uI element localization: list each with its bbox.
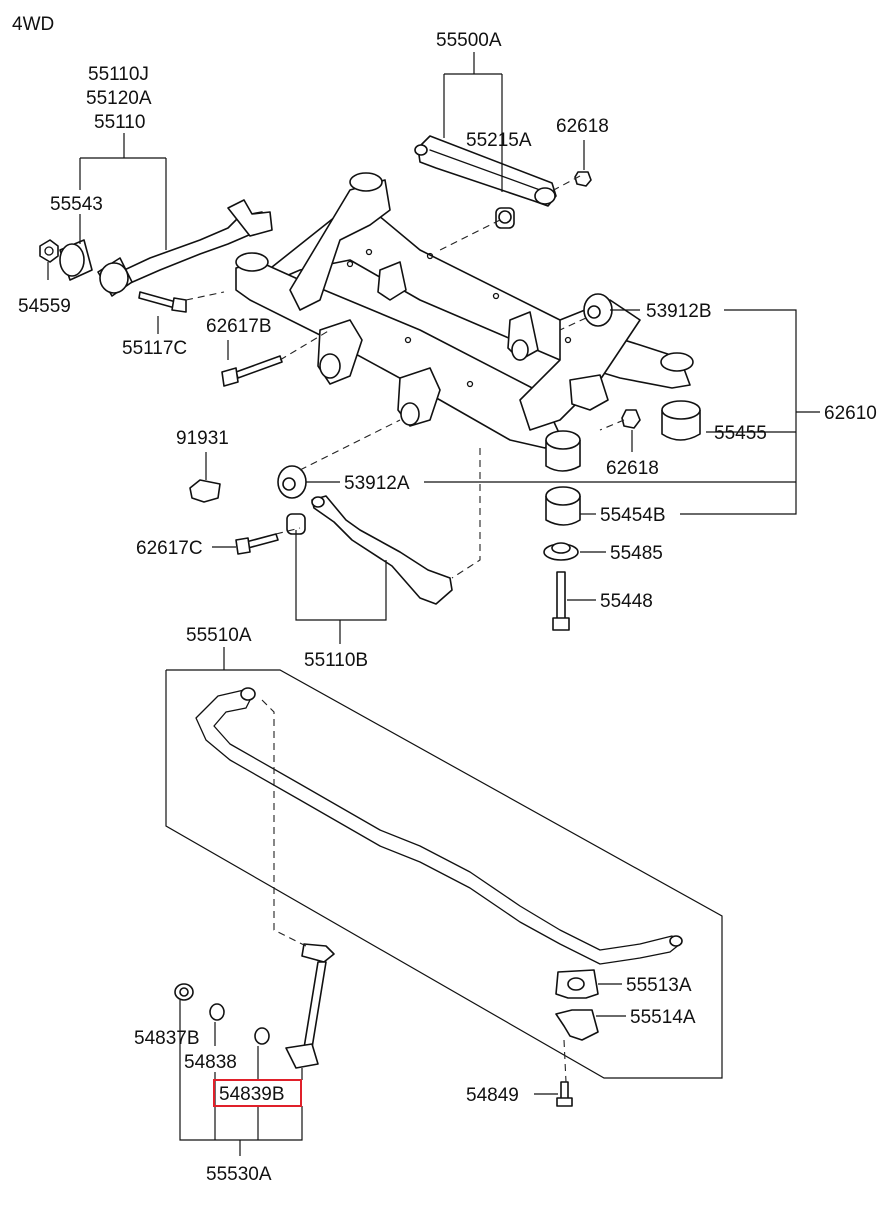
label-55455[interactable]: 55455 <box>714 423 767 444</box>
label-62617B[interactable]: 62617B <box>206 316 272 337</box>
stabilizer-bar-55510A[interactable] <box>195 687 683 965</box>
part-labels: 55500A 55110J 55120A 55110 55215A 62618 … <box>18 30 877 1185</box>
label-54849[interactable]: 54849 <box>466 1085 519 1106</box>
bushing-53912A[interactable] <box>277 465 307 499</box>
nut-62618-top[interactable] <box>574 171 592 187</box>
nut-62618-mid[interactable] <box>621 409 641 429</box>
label-53912B[interactable]: 53912B <box>646 301 712 322</box>
label-55500A[interactable]: 55500A <box>436 30 502 51</box>
label-55543[interactable]: 55543 <box>50 194 103 215</box>
mount-55455[interactable] <box>661 400 701 441</box>
upper-arm-55500A[interactable] <box>414 135 557 207</box>
label-55514A[interactable]: 55514A <box>630 1007 696 1028</box>
label-54838[interactable]: 54838 <box>184 1052 237 1073</box>
variant-label: 4WD <box>12 14 54 35</box>
label-62618-top[interactable]: 62618 <box>556 116 609 137</box>
label-55117C[interactable]: 55117C <box>122 338 187 359</box>
label-55513A[interactable]: 55513A <box>626 975 692 996</box>
ring-54839B[interactable] <box>254 1027 270 1045</box>
label-55110[interactable]: 55110 <box>94 112 145 133</box>
highlight-box-54839B <box>213 1079 302 1107</box>
bolt-62617C[interactable] <box>235 533 279 555</box>
label-55530A[interactable]: 55530A <box>206 1164 272 1185</box>
label-55215A[interactable]: 55215A <box>466 130 532 151</box>
label-55485[interactable]: 55485 <box>610 543 663 564</box>
crossmember-62610[interactable] <box>235 172 694 472</box>
nut-54837B[interactable] <box>174 983 194 1001</box>
ring-54838[interactable] <box>209 1003 225 1021</box>
bushing-55513A[interactable] <box>555 969 599 999</box>
bolt-54849[interactable] <box>556 1081 573 1107</box>
nut-54559[interactable] <box>39 239 59 263</box>
assembly-dashed-lines <box>185 175 625 1083</box>
label-53912A[interactable]: 53912A <box>344 473 410 494</box>
label-54839B[interactable]: 54839B <box>219 1084 285 1105</box>
mount-55454B[interactable] <box>545 486 581 526</box>
label-55510A[interactable]: 55510A <box>186 625 252 646</box>
label-62617C[interactable]: 62617C <box>136 538 203 559</box>
label-91931[interactable]: 91931 <box>176 428 229 449</box>
bracket-91931[interactable] <box>189 479 221 503</box>
bracket-55514A[interactable] <box>555 1009 599 1041</box>
label-55454B[interactable]: 55454B <box>600 505 666 526</box>
label-54837B[interactable]: 54837B <box>134 1028 200 1049</box>
bushing-55110-eye[interactable] <box>97 257 133 297</box>
label-55448[interactable]: 55448 <box>600 591 653 612</box>
bolt-55117C[interactable] <box>138 291 187 313</box>
label-55110B[interactable]: 55110B <box>304 650 368 671</box>
leader-lines <box>47 52 820 1156</box>
trailing-arm-55110[interactable] <box>119 199 273 285</box>
label-62618-mid[interactable]: 62618 <box>606 458 659 479</box>
label-62610[interactable]: 62610 <box>824 403 877 424</box>
bolt-55448[interactable] <box>552 571 570 631</box>
label-55110J[interactable]: 55110J <box>88 64 149 85</box>
bushing-55215A[interactable] <box>495 207 515 229</box>
label-54559[interactable]: 54559 <box>18 296 71 317</box>
label-55120A[interactable]: 55120A <box>86 88 152 109</box>
washer-55485[interactable] <box>543 542 579 561</box>
stabilizer-link-55530A[interactable] <box>285 943 335 1069</box>
bushing-53912B[interactable] <box>583 293 613 327</box>
lower-arm-55110B[interactable] <box>286 495 453 605</box>
bushing-55543[interactable] <box>59 239 93 281</box>
bolt-62617B[interactable] <box>221 355 283 387</box>
